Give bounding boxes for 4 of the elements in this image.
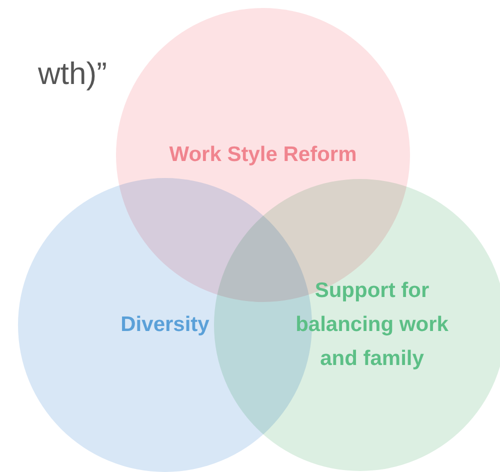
circle-label: Diversity: [120, 312, 210, 338]
circle-label: Support for balancing work and family: [294, 278, 450, 372]
circle-label: Work Style Reform: [168, 142, 358, 168]
heading-fragment: wth)”: [38, 56, 107, 92]
